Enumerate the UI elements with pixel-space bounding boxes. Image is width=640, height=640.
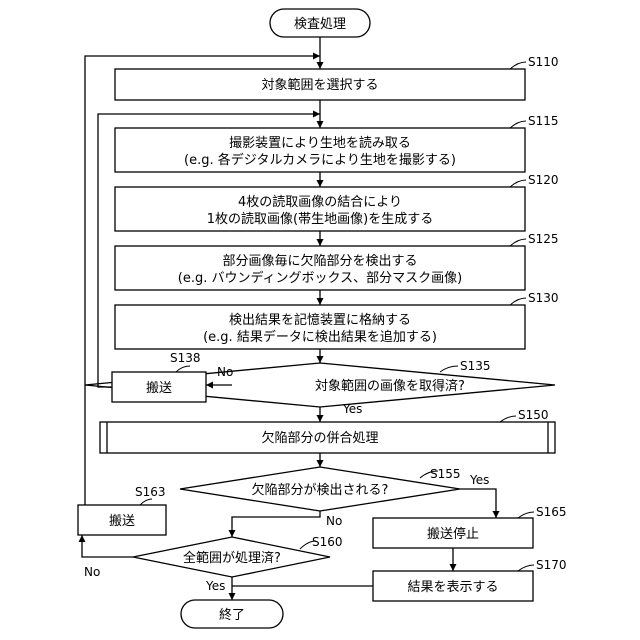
process-s170: 結果を表示する S170	[373, 558, 567, 601]
process-s138: 搬送 S138	[112, 351, 206, 402]
s125-text-line1: 部分画像毎に欠陥部分を検出する	[222, 253, 417, 269]
s135-no-label: No	[217, 365, 233, 379]
process-s130: 検出結果を記憶装置に格納する (e.g. 結果データに検出結果を追加する) S1…	[115, 291, 559, 349]
s115-text-line2: (e.g. 各デジタルカメラにより生地を撮影する)	[184, 152, 456, 168]
predefined-process-s150: 欠陥部分の併合処理 S150	[100, 408, 555, 453]
s130-text-line1: 検出結果を記憶装置に格納する	[229, 312, 411, 328]
s150-text: 欠陥部分の併合処理	[261, 430, 378, 446]
s163-step-label: S163	[135, 485, 166, 499]
s120-text-line2: 1枚の読取画像(帯生地画像)を生成する	[207, 211, 433, 227]
s155-question: 欠陥部分が検出される?	[252, 482, 389, 498]
s130-text-line2: (e.g. 結果データに検出結果を追加する)	[203, 329, 437, 345]
process-s163: 搬送 S163	[78, 485, 166, 535]
s155-no-label: No	[326, 514, 342, 528]
end-terminator: 終了	[181, 600, 283, 628]
s138-step-label: S138	[170, 351, 201, 365]
decision-s160: 全範囲が処理済? S160	[133, 535, 343, 577]
s120-text-line1: 4枚の読取画像の結合により	[238, 194, 402, 210]
process-s125: 部分画像毎に欠陥部分を検出する (e.g. バウンディングボックス、部分マスク画…	[115, 232, 559, 290]
s125-step-label: S125	[528, 232, 559, 246]
start-terminator: 検査処理	[270, 9, 370, 37]
process-s120: 4枚の読取画像の結合により 1枚の読取画像(帯生地画像)を生成する S120	[115, 173, 559, 231]
s155-yes-label: Yes	[469, 473, 489, 487]
s160-yes-label: Yes	[205, 579, 225, 593]
s125-text-line2: (e.g. バウンディングボックス、部分マスク画像)	[178, 270, 463, 286]
process-s115: 撮影装置により生地を読み取る (e.g. 各デジタルカメラにより生地を撮影する)…	[115, 114, 559, 172]
s135-question: 対象範囲の画像を取得済?	[315, 378, 465, 394]
s115-step-label: S115	[528, 114, 559, 128]
s170-text: 結果を表示する	[407, 580, 498, 595]
s160-no-label: No	[84, 565, 100, 579]
decision-s155: 欠陥部分が検出される? S155	[180, 467, 461, 511]
start-label: 検査処理	[294, 17, 346, 32]
s165-step-label: S165	[536, 505, 567, 519]
s110-text: 対象範囲を選択する	[261, 78, 378, 93]
end-label: 終了	[219, 607, 245, 623]
s170-step-label: S170	[536, 558, 567, 572]
s160-question: 全範囲が処理済?	[183, 550, 281, 566]
s135-step-label: S135	[460, 359, 491, 373]
process-s110: 対象範囲を選択する S110	[115, 55, 559, 100]
process-s165: 搬送停止 S165	[373, 505, 567, 548]
s155-step-label: S155	[430, 467, 461, 481]
s165-text: 搬送停止	[427, 526, 479, 542]
s135-yes-label: Yes	[342, 402, 362, 416]
s115-text-line1: 撮影装置により生地を読み取る	[229, 135, 411, 151]
s130-step-label: S130	[528, 291, 559, 305]
s150-step-label: S150	[518, 408, 549, 422]
s160-step-label: S160	[312, 535, 343, 549]
s138-text: 搬送	[146, 381, 172, 396]
s163-text: 搬送	[109, 514, 135, 529]
s110-step-label: S110	[528, 55, 559, 69]
s120-step-label: S120	[528, 173, 559, 187]
